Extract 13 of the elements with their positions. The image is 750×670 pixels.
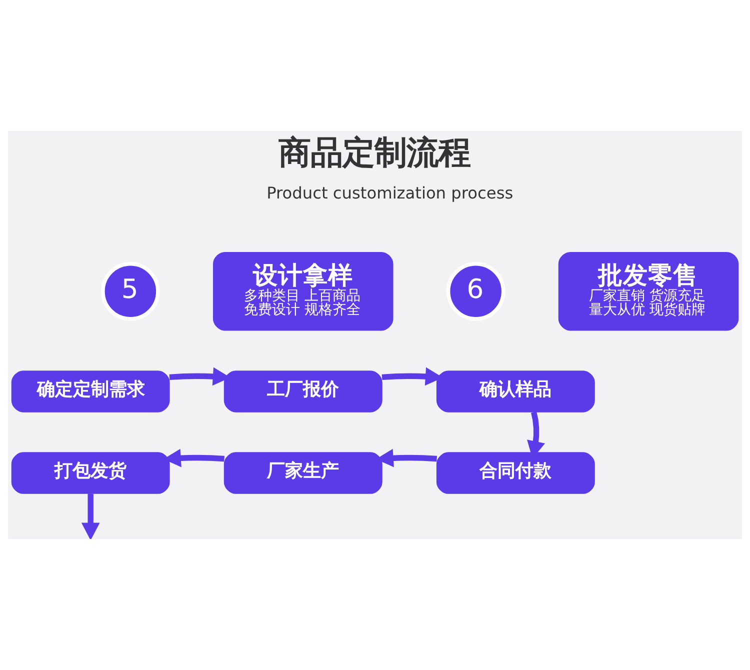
node-box: 打包发货 bbox=[11, 452, 170, 494]
label: Product customization process bbox=[266, 183, 514, 202]
node-box: 设计拿样 多种类目 上百商品 免费设计 规格齐全 bbox=[212, 252, 394, 331]
node-circle: 5 bbox=[101, 262, 160, 321]
node-circle: 6 bbox=[446, 262, 506, 321]
arrow bbox=[81, 494, 100, 539]
node-box: 合同付款 bbox=[436, 452, 595, 494]
node-box: 厂家生产 bbox=[224, 452, 382, 494]
node-box: 工厂报价 bbox=[224, 370, 382, 412]
node-box: 确认样品 bbox=[436, 370, 595, 412]
node-box: 确定定制需求 bbox=[11, 370, 170, 412]
node-box: 批发零售 厂家直销 货源充足 量大从优 现货贴牌 bbox=[558, 252, 739, 331]
diagram-title: 商品定制流程 bbox=[278, 133, 471, 172]
